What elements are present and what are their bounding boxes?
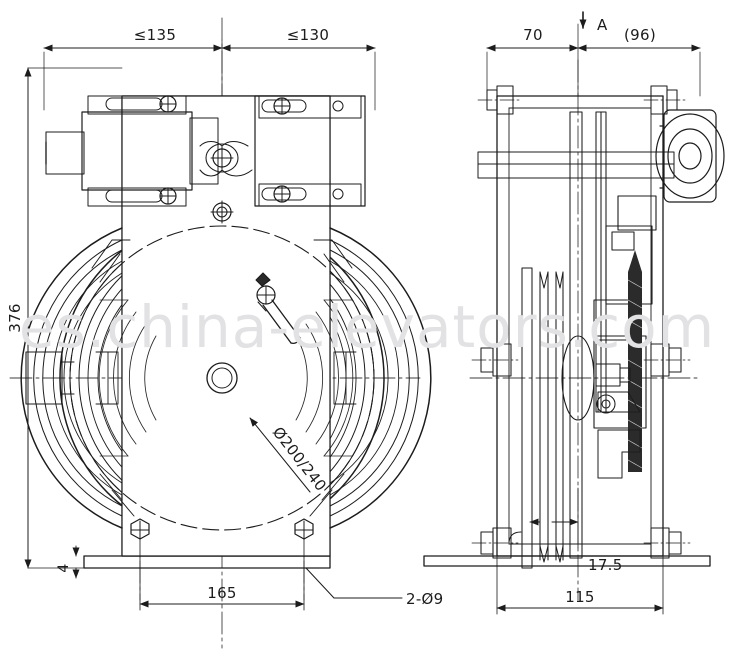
brake-assembly-left	[45, 95, 219, 207]
bolt-side-bottom-left	[471, 527, 519, 559]
side-bracket-frame	[496, 95, 664, 557]
dim-label-offset: 17.5	[588, 556, 623, 574]
dim-label-hole-callout: 2-Ø9	[406, 590, 444, 608]
bolt-top-left	[159, 95, 177, 113]
side-knurl-cap	[628, 250, 642, 272]
housing-arcs-left	[20, 227, 123, 529]
side-lower-detail	[597, 391, 641, 479]
leader-sheave-diameter	[249, 417, 311, 493]
leader-hole-callout	[305, 567, 403, 599]
dim-label-plate-thickness: 4	[56, 563, 72, 572]
bolt-side-mid-left	[471, 343, 519, 377]
bolt-side-bottom-right	[643, 527, 691, 559]
housing-shoulder-lower-right	[309, 473, 345, 517]
housing-shoulder-right	[313, 239, 353, 283]
cooling-fins-left	[98, 299, 157, 457]
housing-shoulder-left	[91, 239, 131, 283]
dim-label-hole-spacing: 165	[207, 584, 237, 602]
vent-slot-right	[333, 351, 357, 405]
cooling-fins-right	[295, 299, 354, 457]
body-frame-outline	[121, 95, 331, 557]
sheave-pitch-circle	[69, 225, 375, 531]
side-hub-block	[561, 195, 657, 429]
brake-link-coupling	[199, 140, 253, 177]
base-plate	[83, 555, 331, 569]
grease-fitting-lever	[255, 272, 301, 344]
bolt-side-top-left	[477, 85, 521, 115]
mounting-hole-left	[130, 518, 150, 540]
center-hub	[206, 362, 238, 394]
bolt-top-center	[210, 200, 234, 224]
slot-bottom-right	[261, 187, 307, 201]
dim-label-top-right: ≤130	[287, 26, 329, 44]
bolt-side-mid-right	[643, 343, 691, 377]
dim-label-side-right: (96)	[624, 26, 656, 44]
side-encoder-drum	[655, 109, 725, 203]
mounting-hole-right	[294, 518, 314, 540]
dim-label-side-left: 70	[523, 26, 543, 44]
dim-label-top-left: ≤135	[134, 26, 176, 44]
bolt-side-hub	[595, 231, 635, 414]
bolt-bottom-left	[159, 187, 177, 205]
left-shaft-boss	[25, 351, 75, 405]
bolt-top-right	[273, 97, 291, 115]
bolt-side-top-right	[643, 85, 687, 115]
dim-hole-spacing	[139, 537, 305, 611]
front-view	[9, 17, 432, 649]
vent-slot-left	[95, 351, 119, 405]
section-marker-label: A	[597, 16, 608, 34]
dim-label-side-width: 115	[565, 588, 595, 606]
brake-assembly-right	[254, 95, 366, 207]
bolt-bottom-right	[273, 185, 291, 203]
side-view	[423, 11, 725, 615]
watermark: es.china-elevators.com	[19, 293, 715, 361]
slot-bottom-left	[105, 189, 163, 203]
sheave-profile	[521, 267, 564, 569]
slot-top-left	[105, 97, 163, 111]
dim-label-height: 376	[6, 303, 24, 333]
dim-side-width	[496, 555, 664, 615]
housing-shoulder-lower-left	[99, 473, 135, 517]
dim-offset-17-5	[529, 487, 579, 549]
slot-top-right	[261, 99, 307, 113]
side-cross-member	[477, 151, 675, 179]
housing-arcs-right	[329, 227, 432, 529]
